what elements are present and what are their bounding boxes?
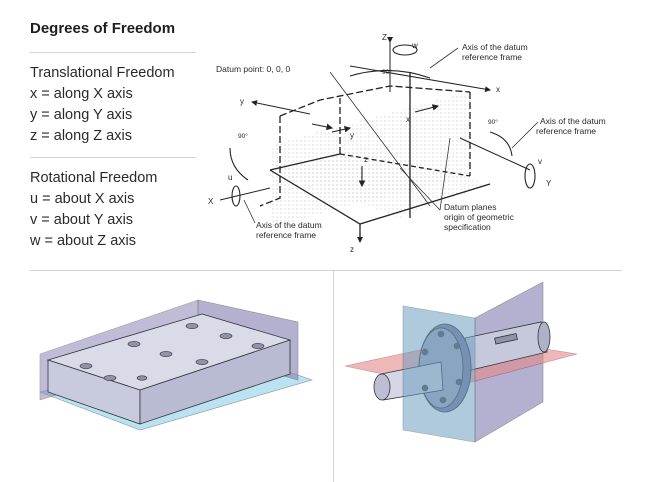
plate-hole [127, 341, 141, 347]
translational-heading: Translational Freedom [30, 65, 175, 81]
rotation-arc-u [231, 185, 241, 207]
plate-hole [136, 375, 148, 381]
block-right-face [139, 339, 291, 425]
axis-label-y-left: y [240, 97, 244, 106]
page-title: Degrees of Freedom [30, 20, 176, 37]
plane-edge-mid [339, 153, 471, 177]
title-divider [30, 52, 196, 53]
plane-edge-left [259, 116, 281, 207]
shaft-datum-illustration [345, 282, 578, 443]
section-divider [30, 157, 196, 158]
leader-axis-bottom [243, 199, 256, 224]
axis-frame-right-line1: Axis of the datum [540, 116, 606, 126]
axis-label-w: w [411, 41, 418, 50]
axis-label-X: X [208, 197, 214, 206]
plate-hole [159, 351, 173, 357]
plate-datum-illustration [39, 299, 313, 431]
angle-arc-right [489, 131, 513, 157]
leader-axis-top [429, 47, 459, 69]
datum-planes-line2: origin of geometric [444, 212, 515, 222]
translational-item-x: x = along X axis [30, 86, 133, 102]
plate-hole [185, 323, 199, 329]
axis-frame-top-line1: Axis of the datum [462, 42, 528, 52]
rotational-item-v: v = about Y axis [30, 212, 134, 228]
angle-label-right: 90° [488, 118, 498, 126]
datum-planes-line3: specification [444, 222, 491, 232]
axis-y-front-line [459, 137, 531, 171]
plate-hole [195, 359, 209, 365]
leader-datum-planes-1 [399, 167, 441, 211]
datum-plane-blue-vertical [402, 305, 476, 443]
axis-label-z-center: z [364, 155, 368, 164]
plane-edge-front [269, 153, 341, 171]
rotation-arc-v [524, 163, 536, 189]
angle-arc-top [349, 69, 431, 79]
plate-hole [79, 363, 93, 369]
axis-frame-top-line2: reference frame [462, 52, 522, 62]
angle-label-top: 90° [382, 68, 392, 76]
rotational-item-u: u = about X axis [30, 191, 135, 207]
axis-label-x-top: x [496, 85, 500, 94]
translational-freedom-block: Translational Freedom x = along X axis y… [30, 63, 175, 147]
axis-frame-right-line2: reference frame [536, 126, 596, 136]
stub-shaft-end [373, 373, 391, 401]
datum-planes-line1: Datum planes [444, 202, 496, 212]
axis-label-x-right: x [406, 115, 410, 124]
rotational-item-w: w = about Z axis [30, 233, 136, 249]
shaft-keyway [494, 333, 518, 345]
plate-hole [251, 343, 265, 349]
plate-hole [103, 375, 117, 381]
axis-label-y-center: y [350, 131, 354, 140]
arrow-x-right [414, 104, 440, 113]
datum-reference-frame-diagram: Z w x y y z x u X v Y z 90° 90° 90° Datu… [208, 33, 606, 254]
leader-datum-point [329, 71, 431, 207]
rotational-freedom-block: Rotational Freedom u = about X axis v = … [30, 168, 157, 252]
rotation-arc-w [392, 44, 418, 56]
leader-datum-planes-2 [439, 137, 451, 211]
translational-item-y: y = along Y axis [30, 107, 133, 123]
axis-x-front-line [219, 187, 271, 201]
axis-frame-bottom-line2: reference frame [256, 230, 316, 240]
datum-point-label: Datum point: 0, 0, 0 [216, 64, 290, 74]
axis-x-line [349, 65, 491, 93]
leader-axis-right [511, 121, 539, 149]
axis-frame-bottom-line1: Axis of the datum [256, 220, 322, 230]
arrow-y-center [331, 125, 352, 133]
horizontal-divider [30, 270, 622, 271]
axis-y-line [251, 100, 311, 115]
axis-label-z-bottom: z [350, 245, 354, 254]
angle-arc-left [229, 147, 249, 181]
rotational-heading: Rotational Freedom [30, 170, 158, 186]
angle-label-left: 90° [238, 132, 248, 140]
shaft-end [537, 321, 551, 353]
axis-label-Y: Y [546, 179, 552, 188]
vertical-divider [333, 270, 334, 482]
plane-edge-top [279, 85, 471, 117]
axis-label-Z: Z [382, 33, 387, 42]
translational-item-z: z = along Z axis [30, 128, 132, 144]
plate-hole [219, 333, 233, 339]
arrow-x-center [311, 123, 334, 131]
axis-label-u: u [228, 173, 232, 182]
axis-label-v: v [538, 157, 542, 166]
